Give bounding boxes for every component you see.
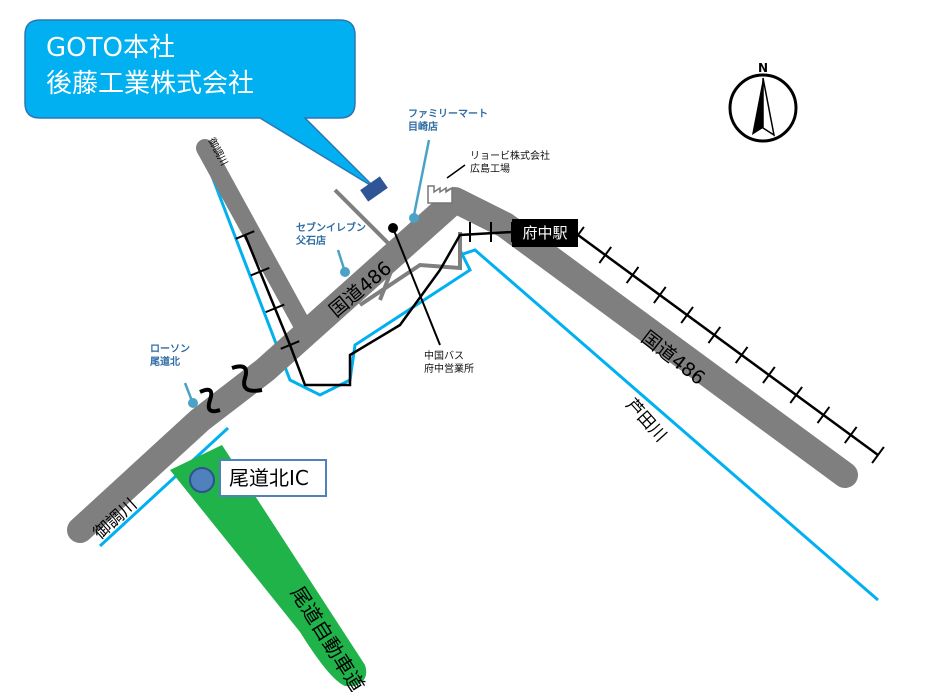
bus-pin-line bbox=[392, 227, 441, 346]
rail-tie bbox=[762, 366, 776, 384]
rail-tie bbox=[816, 406, 831, 424]
ryobi-label: リョービ株式会社広島工場 bbox=[470, 151, 550, 175]
rail-tie bbox=[625, 266, 640, 284]
bus-stop-marker bbox=[388, 223, 398, 233]
rail-tie bbox=[250, 266, 270, 277]
seven-pin bbox=[340, 267, 350, 277]
railway bbox=[243, 230, 879, 457]
lawson-pin-line bbox=[183, 382, 194, 402]
factory-icon bbox=[427, 185, 453, 204]
rail-ties bbox=[235, 222, 885, 464]
route-486 bbox=[67, 187, 858, 543]
ashida-river-label: 芦田川 bbox=[621, 395, 670, 446]
lawson-pin bbox=[188, 398, 198, 408]
rail-tie bbox=[789, 386, 803, 404]
compass-label: N bbox=[758, 61, 768, 75]
rail-tie bbox=[680, 306, 694, 324]
rail-tie bbox=[871, 446, 885, 464]
compass-icon: N bbox=[728, 61, 798, 143]
hq-building-icon bbox=[360, 176, 388, 202]
rail-tie bbox=[280, 340, 300, 350]
bus-office-label: 中国バス府中営業所 bbox=[424, 351, 474, 375]
famima-pin bbox=[409, 213, 419, 223]
expressway-label: 尾道自動車道 bbox=[286, 582, 370, 692]
rail-tie bbox=[235, 230, 255, 240]
rail-tie bbox=[598, 246, 612, 264]
callout-line1: GOTO本社 bbox=[46, 33, 175, 63]
rail-tie bbox=[707, 326, 722, 344]
mitsugi-river bbox=[98, 426, 230, 548]
ryobi-leader bbox=[446, 164, 466, 179]
rail-tie bbox=[844, 426, 858, 444]
callout-text: GOTO本社 後藤工業株式会社 bbox=[46, 30, 254, 102]
rail-tie bbox=[653, 286, 667, 304]
famima-pin-line bbox=[412, 139, 431, 216]
road-break-right bbox=[231, 364, 263, 393]
callout-bubble bbox=[24, 19, 376, 189]
access-roads bbox=[333, 188, 462, 307]
lawson-label: ローソン尾道北 bbox=[150, 344, 190, 368]
ashida-river bbox=[459, 248, 879, 602]
callout-line2: 後藤工業株式会社 bbox=[46, 69, 255, 99]
famima-label: ファミリーマート目崎店 bbox=[408, 109, 488, 133]
road-break-left bbox=[199, 387, 221, 414]
seven-label: セブンイレブン父石店 bbox=[296, 223, 366, 247]
interchange-marker bbox=[189, 467, 215, 493]
station-label: 府中駅 bbox=[512, 219, 578, 247]
side-road bbox=[196, 139, 314, 339]
rail-tie bbox=[734, 346, 749, 364]
expressway-road bbox=[170, 445, 367, 686]
rail-tie bbox=[265, 303, 285, 314]
interchange-label: 尾道北IC bbox=[219, 459, 327, 497]
